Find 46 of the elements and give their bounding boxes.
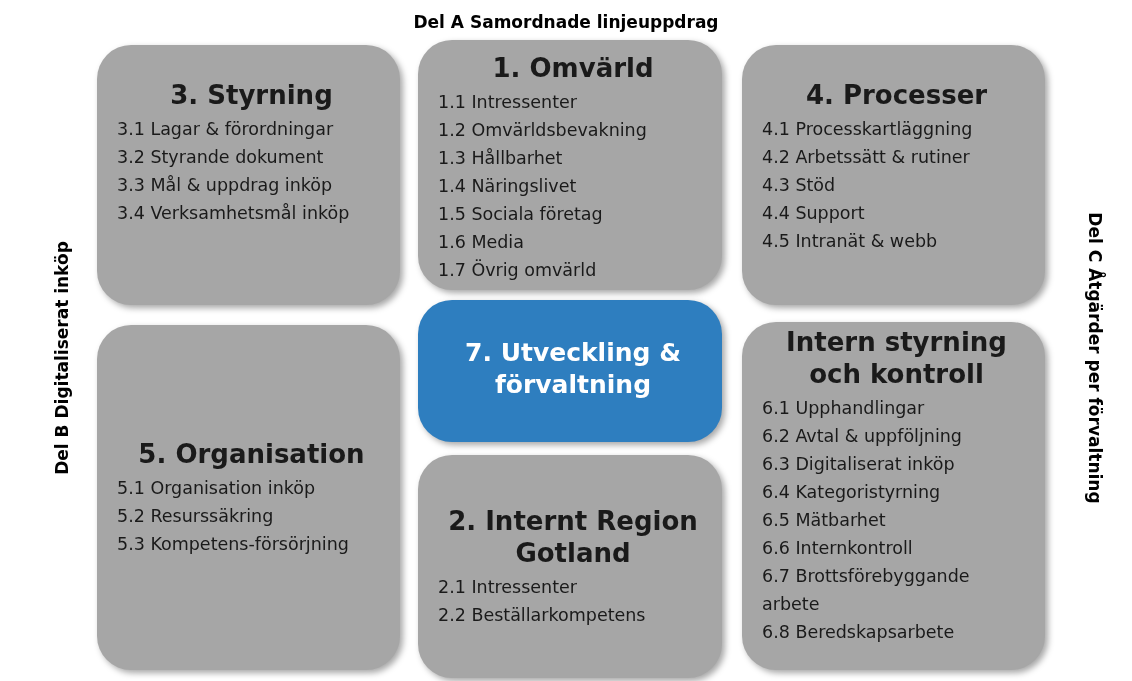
list-item: 1.4 Näringslivet [438, 175, 578, 198]
list-item: 4.2 Arbetssätt & rutiner [762, 146, 971, 169]
list-item: 1.5 Sociala företag [438, 203, 604, 226]
list-item: 6.8 Beredskapsarbete [762, 621, 956, 644]
heading: 1. Omvärld [491, 52, 655, 84]
list-item: 5.1 Organisation inköp [117, 476, 317, 500]
heading: 3. Styrning [169, 79, 334, 111]
heading: Intern styrning och kontroll [785, 326, 1008, 390]
list-item: 5.2 Resurssäkring [117, 504, 275, 528]
topic-box [742, 45, 1045, 305]
list-item: 4.5 Intranät & webb [762, 230, 939, 253]
list-item: 6.5 Mätbarhet [762, 509, 887, 532]
heading: 7. Utveckling & förvaltning [464, 337, 682, 401]
heading: 2. Internt Region Gotland [447, 504, 699, 569]
topic-box [418, 40, 722, 290]
section-label: Del C Åtgärder per förvaltning [1085, 212, 1105, 504]
section-label: Del B Digitaliserat inköp [52, 241, 72, 475]
heading: 5. Organisation [137, 437, 366, 470]
list-item: 6.4 Kategoristyrning [762, 481, 942, 504]
list-item: 2.1 Intressenter [438, 575, 578, 599]
list-item: 1.1 Intressenter [438, 91, 578, 114]
list-item: 4.3 Stöd [762, 174, 837, 197]
list-item: 6.7 Brottsförebyggande arbete [762, 565, 971, 616]
topic-box [97, 325, 400, 670]
highlight-box [418, 300, 722, 442]
list-item: 6.3 Digitaliserat inköp [762, 453, 956, 476]
list-item: 1.7 Övrig omvärld [438, 258, 598, 282]
list-item: 3.4 Verksamhetsmål inköp [117, 202, 351, 225]
topic-box [742, 322, 1045, 670]
section-label: Del A Samordnade linjeuppdrag [413, 12, 719, 32]
heading: 4. Processer [804, 79, 989, 111]
list-item: 3.2 Styrande dokument [117, 146, 325, 169]
topic-box [418, 455, 722, 678]
list-item: 1.6 Media [438, 231, 525, 254]
list-item: 6.1 Upphandlingar [762, 397, 926, 420]
list-item: 6.2 Avtal & uppföljning [762, 425, 963, 448]
list-item: 4.1 Processkartläggning [762, 118, 974, 141]
topic-box [97, 45, 400, 305]
list-item: 6.6 Internkontroll [762, 537, 914, 560]
list-item: 4.4 Support [762, 202, 866, 225]
list-item: 1.2 Omvärldsbevakning [438, 119, 648, 142]
list-item: 3.3 Mål & uppdrag inköp [117, 174, 334, 197]
list-item: 1.3 Hållbarhet [438, 147, 564, 170]
list-item: 5.3 Kompetens-försörjning [117, 532, 350, 556]
list-item: 2.2 Beställarkompetens [438, 603, 647, 627]
list-item: 3.1 Lagar & förordningar [117, 118, 335, 141]
